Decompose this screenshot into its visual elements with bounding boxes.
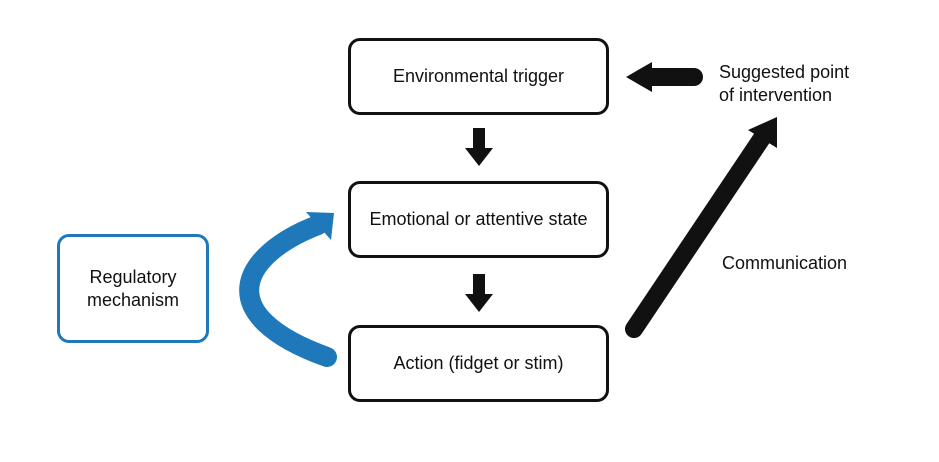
arrow-intervention-to-trigger	[626, 62, 703, 92]
node-regulatory-mechanism-label: Regulatory mechanism	[86, 267, 180, 310]
label-suggested-intervention: Suggested point of intervention	[719, 61, 869, 106]
arrow-regulatory-loop	[239, 212, 337, 367]
node-emotional-state-label: Emotional or attentive state	[369, 209, 588, 230]
arrow-trigger-to-state	[465, 128, 493, 166]
node-regulatory-mechanism: Regulatory mechanism	[57, 234, 209, 343]
label-communication: Communication	[722, 252, 847, 275]
arrow-communication	[625, 117, 777, 338]
node-action-label: Action (fidget or stim)	[393, 353, 564, 374]
node-emotional-state: Emotional or attentive state	[348, 181, 609, 258]
label-suggested-intervention-text: Suggested point of intervention	[719, 62, 850, 105]
node-action: Action (fidget or stim)	[348, 325, 609, 402]
label-communication-text: Communication	[722, 253, 848, 273]
node-environmental-trigger-label: Environmental trigger	[392, 66, 565, 87]
arrow-state-to-action	[465, 274, 493, 312]
node-environmental-trigger: Environmental trigger	[348, 38, 609, 115]
